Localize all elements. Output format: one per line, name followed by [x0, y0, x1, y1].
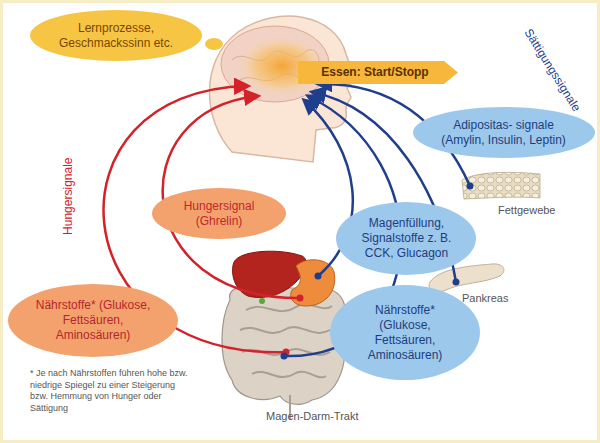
- intestine-loops: [240, 305, 332, 420]
- node-label: Nährstoffe* (Glukose, Fettsäuren, Aminos…: [32, 298, 154, 343]
- ellipse-fill: [8, 284, 178, 357]
- node-label: Hungersignal (Ghrelin): [171, 199, 267, 229]
- node-label: Magenfüllung, Signalstoffe z. B. CCK, Gl…: [356, 216, 457, 261]
- thought-bubble: [205, 38, 223, 50]
- node-text: Nährstoffe* (Glukose, Fettsäuren, Aminos…: [351, 303, 459, 363]
- signal-dot: [467, 183, 474, 190]
- ellipse-shape: [413, 107, 595, 158]
- node-label: Essen: Start/Stopp: [310, 65, 440, 80]
- ellipse-fill: [152, 188, 286, 239]
- node-text: Essen: Start/Stopp: [298, 61, 458, 84]
- signal-dot: [281, 353, 288, 360]
- ellipse-shape: [152, 188, 286, 239]
- intestines: [222, 286, 346, 404]
- node-label: Adipositas- signale (Amylin, Insulin, Le…: [438, 118, 569, 148]
- ellipse-fill: [336, 202, 476, 275]
- node-text: Magenfüllung, Signalstoffe z. B. CCK, Gl…: [356, 216, 457, 261]
- signal-dot: [453, 279, 460, 286]
- satiety-signal: Magenfüllung, Signalstoffe z. B. CCK, Gl…: [336, 202, 476, 275]
- organ-label: Pankreas: [462, 292, 508, 305]
- organ-label: Magen-Darm-Trakt: [266, 410, 359, 423]
- node-text: Nährstoffe* (Glukose, Fettsäuren, Aminos…: [32, 298, 154, 343]
- hunger-signal: Nährstoffe* (Glukose, Fettsäuren, Aminos…: [8, 284, 178, 357]
- ellipse-shape: [330, 285, 480, 380]
- node-text: Lernprozesse, Geschmackssinn etc.: [54, 21, 178, 51]
- ellipse-fill: [330, 285, 480, 380]
- ellipse-fill: [30, 10, 202, 61]
- gallbladder: [259, 298, 265, 304]
- signal-group-label: Hungersignale: [61, 158, 75, 235]
- footnote: * Je nach Nährstoffen führen hohe bzw. n…: [30, 368, 190, 415]
- node-label: Nährstoffe* (Glukose, Fettsäuren, Aminos…: [351, 303, 459, 363]
- signal-dot: [315, 273, 322, 280]
- satiety-signal: Nährstoffe* (Glukose, Fettsäuren, Aminos…: [330, 285, 480, 380]
- node-text: Adipositas- signale (Amylin, Insulin, Le…: [438, 118, 569, 148]
- eating-arrow: Essen: Start/Stopp: [298, 61, 458, 84]
- head-profile: [210, 16, 354, 162]
- signal-dot: [297, 295, 304, 302]
- fat-tissue: [462, 172, 540, 199]
- ellipse-fill: [413, 107, 595, 158]
- organ-label: Fettgewebe: [498, 204, 555, 217]
- hunger-signal: Hungersignal (Ghrelin): [152, 188, 286, 239]
- ellipse-shape: [30, 10, 202, 61]
- learning-bubble: Lernprozesse, Geschmackssinn etc.: [30, 10, 202, 61]
- node-text: Hungersignal (Ghrelin): [171, 199, 267, 229]
- signal-group-label: Sättigungssignale: [521, 26, 583, 114]
- satiety-signal: Adipositas- signale (Amylin, Insulin, Le…: [413, 107, 595, 158]
- node-label: Lernprozesse, Geschmackssinn etc.: [54, 21, 178, 51]
- arrow-fill: [298, 61, 458, 84]
